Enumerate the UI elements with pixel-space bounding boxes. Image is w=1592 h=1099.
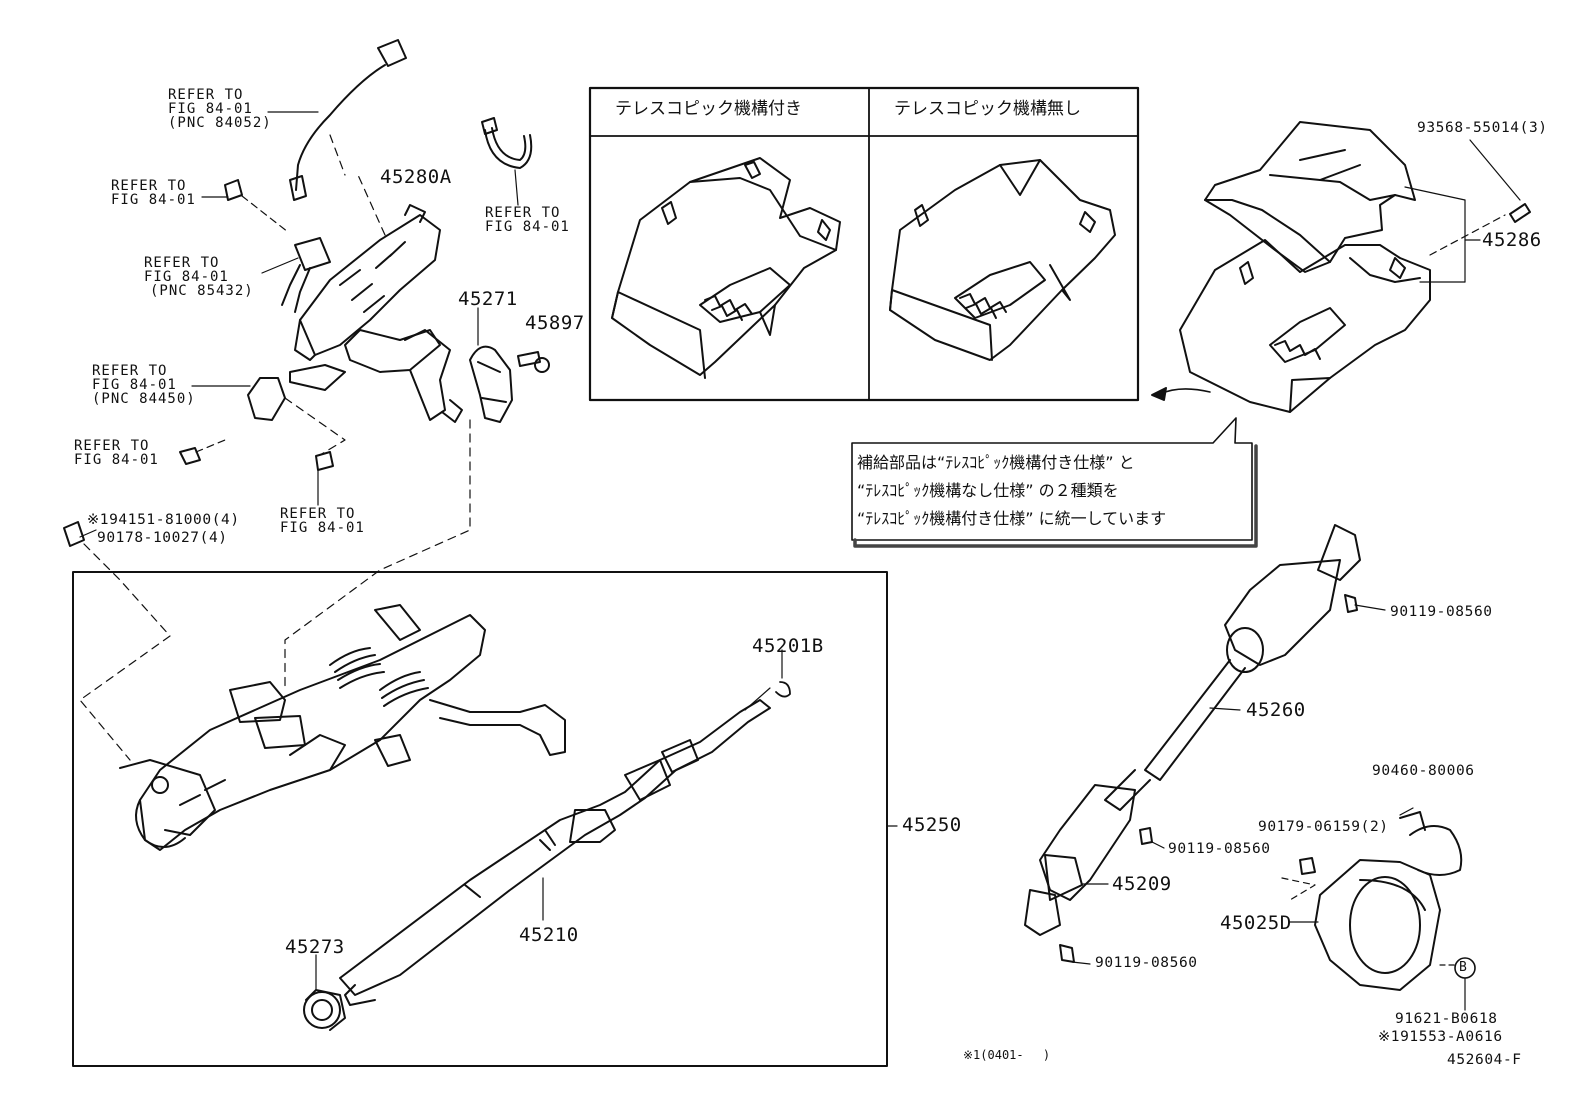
refer-pnc: (PNC 84450) [92,391,196,407]
bolt-45897 [517,351,550,373]
note-line-3: “ﾃﾚｽｺﾋﾟｯｸ機構付き仕様” に統一しています [857,509,1167,528]
steering-shaft [339,649,791,1006]
part-number: 45271 [458,288,518,310]
refer-fig: FIG 84-01 [485,219,570,235]
part-number: 90179-06159(2) [1258,819,1389,835]
tilt-column [119,604,566,851]
part-number: 45250 [902,814,962,836]
part-number: 45210 [519,924,579,946]
inset-label-with-tele: テレスコピック機構付き [615,99,802,119]
bearing-45273 [303,954,346,1031]
part-number: 93568-55014(3) [1417,120,1548,136]
column-assembly-box [72,571,888,1067]
refer-line: REFER TO [168,87,244,103]
column-cover-without-tele [889,159,1116,361]
clamp-band [481,117,533,206]
column-cover-with-tele [611,157,841,379]
refer-to-label: REFER TO FIG 84-01 [485,206,570,234]
bracket-45271 [469,307,513,423]
part-number: 45209 [1112,873,1172,895]
note-line-1: 補給部品は“ﾃﾚｽｺﾋﾟｯｸ機構付き仕様” と [857,453,1135,472]
figure-number: 452604-F [1447,1052,1522,1068]
refer-line: REFER TO [280,506,356,522]
upper-column-bracket [289,134,463,423]
part-number: 90178-10027(4) [97,530,228,546]
part-number: 45201B [752,635,824,657]
screw-topleft [201,179,289,233]
part-number: 90119-08560 [1095,955,1198,971]
part-number: 45273 [285,936,345,958]
refer-to-label: REFER TO FIG 84-01 (PNC 84052) [168,88,272,130]
refer-line: REFER TO [485,205,561,221]
intermediate-shaft [1024,524,1386,965]
refer-fig: FIG 84-01 [280,520,365,536]
callout-b: B [1459,960,1467,975]
column-cover-exploded [1151,121,1531,413]
bolt-left [63,419,471,761]
part-number: 90119-08560 [1168,841,1271,857]
part-number: 90460-80006 [1372,763,1475,779]
refer-pnc: (PNC 85432) [150,283,254,299]
note-line-2: “ﾃﾚｽｺﾋﾟｯｸ機構なし仕様” の２種類を [857,481,1119,500]
refer-line: REFER TO [92,363,168,379]
boot-45025d [1281,807,1476,1011]
refer-to-label: REFER TO FIG 84-01 [280,507,365,535]
refer-line: REFER TO [74,438,150,454]
refer-fig: FIG 84-01 [92,377,177,393]
refer-fig: FIG 84-01 [74,452,159,468]
part-number: 45025D [1220,912,1292,934]
refer-line: REFER TO [144,255,220,271]
note-box [851,417,1258,548]
refer-fig: FIG 84-01 [144,269,229,285]
switch-connector [261,237,331,313]
part-number: 45280A [380,166,452,188]
part-number: 45286 [1482,229,1542,251]
refer-to-label: REFER TO FIG 84-01 [74,439,159,467]
refer-fig: FIG 84-01 [111,192,196,208]
part-number: ※194151-81000(4) [87,512,240,528]
part-number: 45260 [1246,699,1306,721]
wire-harness [267,39,407,201]
refer-to-label: REFER TO FIG 84-01 (PNC 84450) [92,364,196,406]
refer-pnc: (PNC 84052) [168,115,272,131]
inset-label-without-tele: テレスコピック機構無し [894,99,1081,119]
refer-to-label: REFER TO FIG 84-01 [111,179,196,207]
refer-to-label: REFER TO FIG 84-01 (PNC 85432) [144,256,254,298]
part-number: 90119-08560 [1390,604,1493,620]
switch-lower [179,377,346,506]
refer-fig: FIG 84-01 [168,101,253,117]
part-number: 91621-B0618 [1395,1011,1498,1027]
footnote: ※1(0401- ) [963,1048,1051,1062]
part-number: 45897 [525,312,585,334]
refer-line: REFER TO [111,178,187,194]
inset-box [588,86,1140,402]
part-number: ※191553-A0616 [1378,1029,1503,1045]
